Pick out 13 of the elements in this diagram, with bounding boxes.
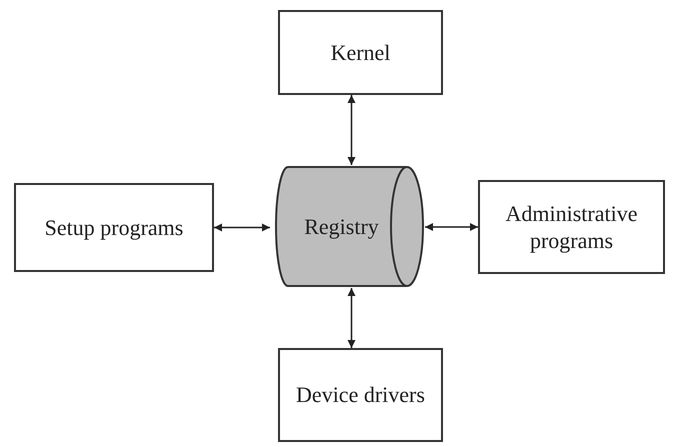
process-box (278, 348, 443, 442)
node-label: Device drivers (295, 381, 426, 409)
double-arrow (214, 224, 270, 232)
node-label: Setup programs (44, 214, 184, 242)
double-arrow (348, 288, 356, 348)
process-box (278, 10, 443, 95)
process-box (14, 183, 214, 272)
process-box (478, 180, 665, 274)
double-arrow (425, 223, 478, 231)
node-label: Administrative programs (504, 200, 638, 254)
node-label: Kernel (330, 38, 392, 66)
double-arrow (348, 95, 356, 165)
node-label: Registry (304, 212, 380, 240)
